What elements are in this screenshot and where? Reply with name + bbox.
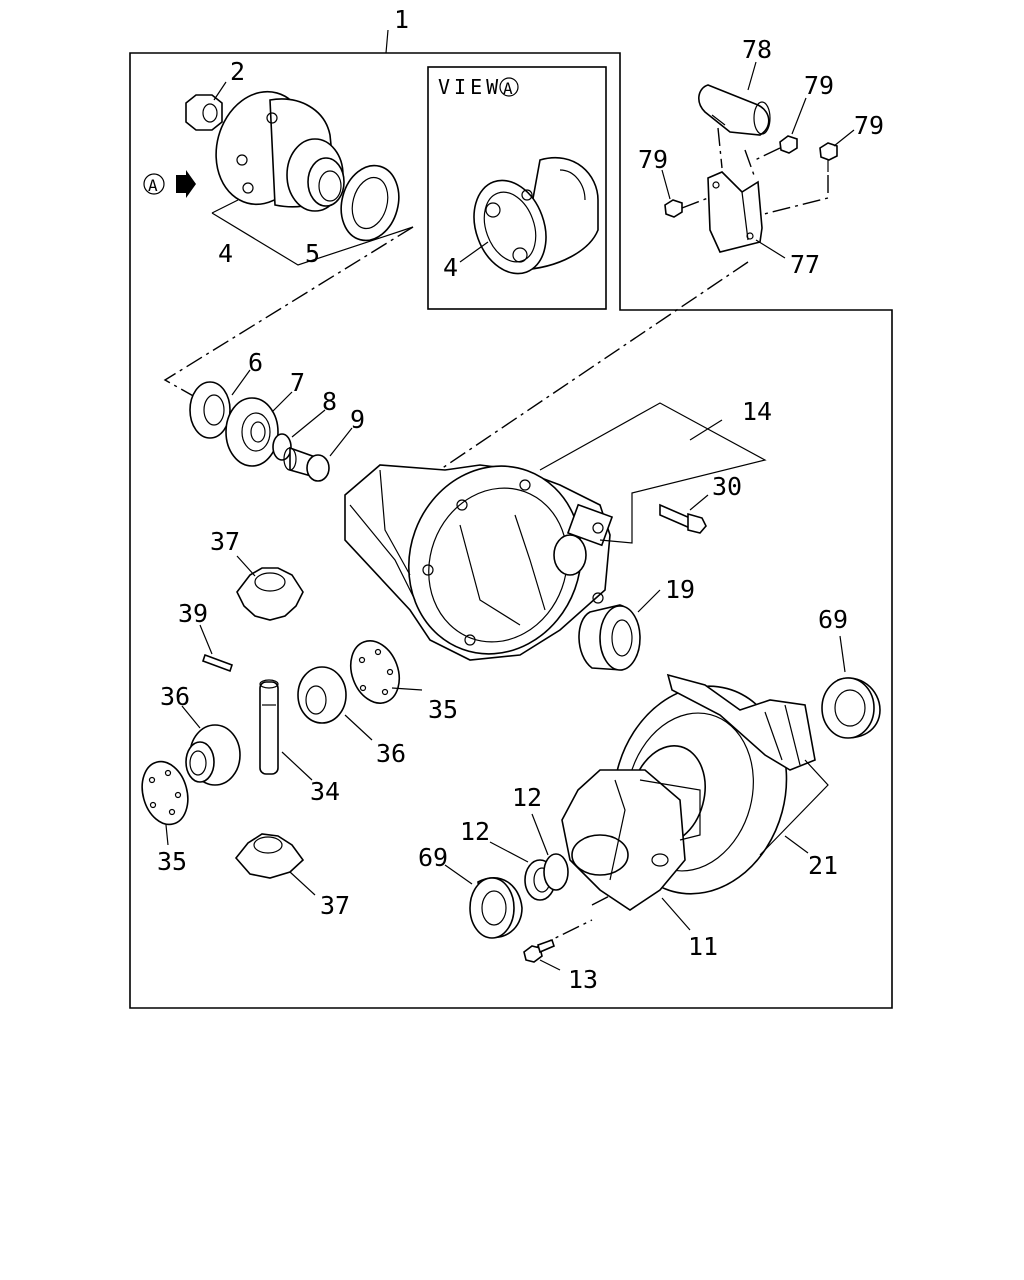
callout-34: 34	[310, 777, 340, 806]
thrust-washer-part-35-bottom	[141, 760, 189, 826]
carrier-housing-part-14	[344, 464, 614, 661]
alignment-line-bracket	[394, 261, 749, 501]
bearing-part-19	[578, 604, 641, 671]
bracket-part-77	[707, 171, 763, 253]
pinion-gear-part-36-mid	[297, 666, 347, 724]
callout-79-b: 79	[804, 71, 834, 100]
callout-7: 7	[290, 368, 305, 397]
pin-part-39	[201, 653, 234, 673]
arrow-marker: A	[148, 176, 158, 195]
callout-36-left: 36	[160, 682, 190, 711]
bolt-part-79-b	[779, 135, 798, 154]
side-gear-part-37-top	[236, 567, 304, 621]
spacer-part-8	[272, 433, 292, 461]
callout-35-mid: 35	[428, 695, 458, 724]
view-arrow-icon	[176, 170, 196, 198]
bolt-part-79-a	[664, 199, 683, 218]
callout-5: 5	[305, 239, 320, 268]
view-a-case	[473, 157, 599, 275]
callout-78: 78	[742, 35, 772, 64]
bearing-part-69-left	[469, 876, 523, 939]
sleeve-part-9	[283, 446, 330, 482]
seal-part-6	[189, 381, 231, 439]
bolt-part-30	[659, 503, 707, 534]
callout-35-bottom: 35	[157, 847, 187, 876]
actuator-part-78	[698, 84, 771, 136]
callout-8: 8	[322, 387, 337, 416]
callout-79-a: 79	[638, 145, 668, 174]
callout-1: 1	[394, 5, 409, 34]
callout-21: 21	[808, 851, 838, 880]
view-a-box	[427, 66, 607, 310]
callout-12-b: 12	[460, 817, 490, 846]
assembly-frame	[129, 52, 893, 1009]
callout-69-left: 69	[418, 843, 448, 872]
view-a-marker: A	[503, 79, 513, 98]
shim-part-5	[340, 164, 400, 242]
callout-11: 11	[688, 932, 718, 961]
callout-2: 2	[230, 57, 245, 86]
alignment-line-top	[163, 226, 414, 411]
callout-4: 4	[218, 239, 233, 268]
callout-37-top: 37	[210, 527, 240, 556]
callout-39: 39	[178, 599, 208, 628]
side-gear-part-37-bottom	[234, 833, 305, 879]
view-a-label: VIEW	[438, 75, 502, 99]
callout-30: 30	[712, 472, 742, 501]
callout-79-c: 79	[854, 111, 884, 140]
callout-9: 9	[350, 405, 365, 434]
nut-part-2	[185, 94, 223, 131]
bolt-part-13	[523, 938, 555, 963]
diff-case-part-4	[215, 90, 345, 212]
callout-6: 6	[248, 348, 263, 377]
bolt-part-79-c	[819, 142, 838, 172]
thrust-washer-part-35-mid	[349, 640, 401, 704]
washer-part-12-b	[543, 853, 569, 891]
bearing-part-69-right	[821, 677, 881, 739]
callout-69-right: 69	[818, 605, 848, 634]
callout-37-bottom: 37	[320, 891, 350, 920]
callout-4-view: 4	[443, 253, 458, 282]
callout-19: 19	[665, 575, 695, 604]
callout-12-a: 12	[512, 783, 542, 812]
pinion-gear-part-36-left	[185, 724, 241, 786]
callout-14: 14	[742, 397, 772, 426]
callout-36-mid: 36	[376, 739, 406, 768]
bearing-part-7	[225, 397, 279, 467]
cross-shaft-part-34	[259, 679, 279, 775]
callout-13: 13	[568, 965, 598, 994]
callout-77: 77	[790, 250, 820, 279]
diff-case-part-11	[561, 769, 701, 911]
